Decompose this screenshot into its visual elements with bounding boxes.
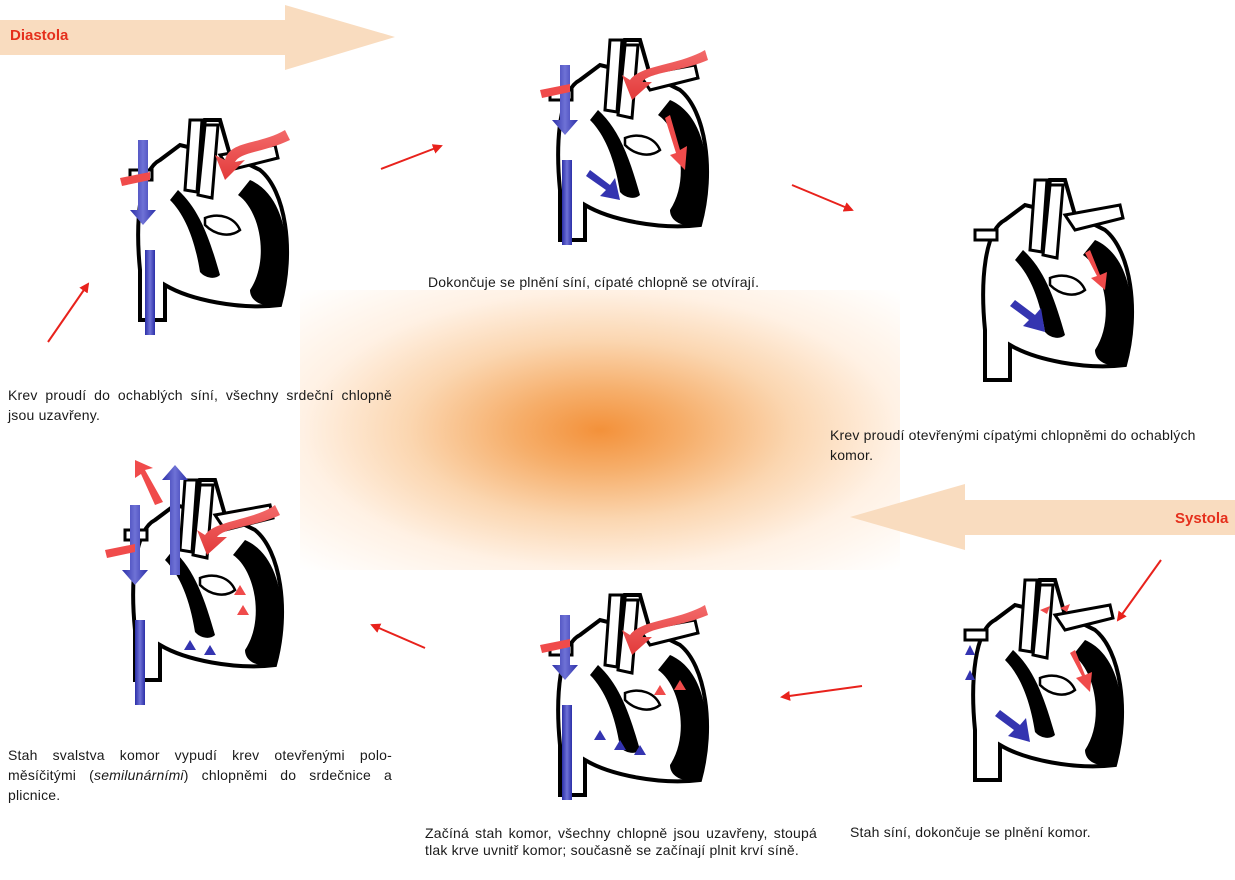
heart-diagram-4 [963,578,1125,782]
heart-diagram-1 [120,118,290,335]
caption-step-6: Stah svalstva komor vypudí krev otevřený… [8,747,392,803]
caption-step-2: Dokončuje se plnění síní, cípaté chlopně… [428,274,760,290]
caption-step-1: Krev proudí do ochablých síní, všechny s… [8,387,392,423]
pressure-marker-icon [634,745,646,755]
pressure-marker-icon [614,740,626,750]
caption-step-6-italic: semilunárními [94,767,184,783]
arterial-flow-icon [197,505,280,555]
background-glow [300,290,900,570]
pressure-marker-icon [965,670,975,680]
arterial-flow-icon [622,605,708,655]
diastole-label: Diastola [10,27,69,44]
heart-diagram-6 [105,460,285,705]
heart-diagram-5 [540,593,710,800]
caption-step-5: Začíná stah komor, všechny chlopně jsou … [425,825,817,858]
pressure-marker-icon [204,645,216,655]
venous-flow-icon [1010,300,1045,332]
arterial-flow-icon [1085,250,1107,290]
arterial-flow-icon [135,460,163,505]
pressure-marker-icon [234,585,246,595]
caption-step-4: Stah síní, dokončuje se plnění komor. [850,824,1091,840]
arterial-flow-icon [665,115,687,170]
heart-diagram-2 [540,38,710,245]
venous-flow-icon [162,465,188,575]
pressure-marker-icon [1040,606,1050,614]
venous-flow-icon [995,710,1030,742]
arterial-flow-icon [622,50,708,100]
venous-flow-icon [552,65,578,135]
pressure-marker-icon [674,680,686,690]
arterial-flow-icon [1070,650,1092,692]
pressure-marker-icon [237,605,249,615]
venous-flow-icon [145,250,155,335]
systole-label: Systola [1175,510,1229,527]
arterial-flow-icon [120,172,150,186]
venous-flow-icon [562,160,572,245]
pressure-marker-icon [184,640,196,650]
arterial-flow-icon [540,84,570,98]
pressure-marker-icon [654,685,666,695]
systole-phase-arrow [850,484,1235,550]
pressure-marker-icon [965,645,975,655]
venous-flow-icon [130,140,156,225]
venous-flow-icon [562,705,572,800]
arterial-flow-icon [215,130,290,180]
arterial-flow-icon [105,544,135,558]
caption-step-3: Krev proudí otevřenými cípatými chlopněm… [830,427,1196,463]
diastole-phase-arrow [0,5,395,70]
pressure-marker-icon [1060,604,1070,612]
pressure-marker-icon [594,730,606,740]
venous-flow-icon [586,170,620,200]
arterial-flow-icon [540,639,570,653]
heart-diagram-3 [973,178,1135,382]
venous-flow-icon [135,620,145,705]
